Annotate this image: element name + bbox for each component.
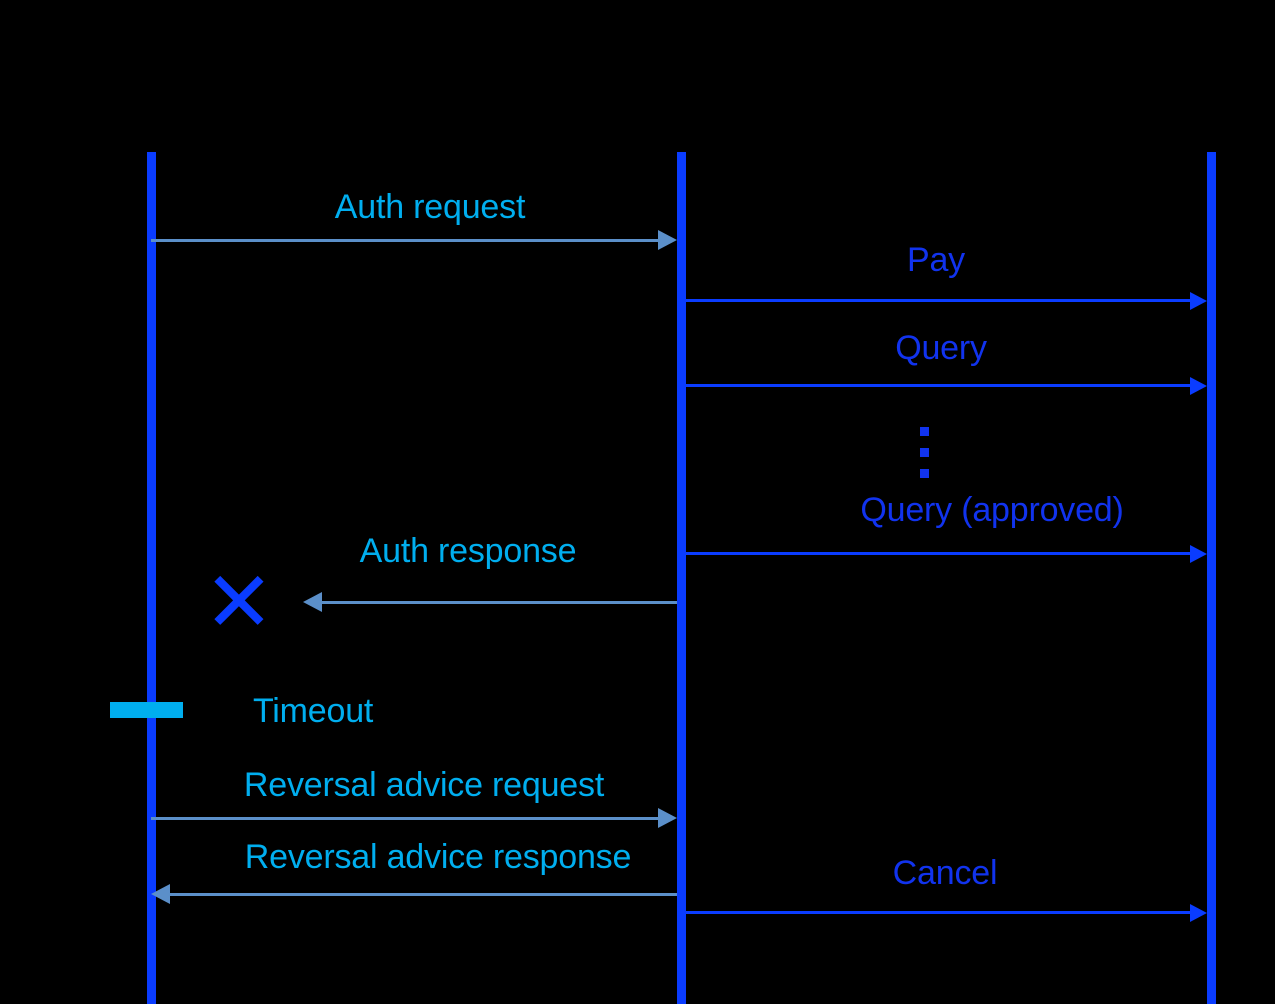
arrowhead-auth-request xyxy=(658,230,677,250)
arrowhead-pay xyxy=(1190,292,1207,310)
arrowhead-auth-response xyxy=(303,592,322,612)
timeout-bar-marker xyxy=(110,702,183,718)
message-label-cancel: Cancel xyxy=(892,854,998,892)
arrowhead-query xyxy=(1190,377,1207,395)
message-arrow-query-approved xyxy=(681,552,1190,555)
arrowhead-reversal-advice-response xyxy=(151,884,170,904)
arrowhead-cancel xyxy=(1190,904,1207,922)
timeout-label: Timeout xyxy=(253,692,374,730)
arrowhead-reversal-advice-request xyxy=(658,808,677,828)
message-dropped-x-mark: ✕ xyxy=(203,553,275,651)
arrowhead-query-approved xyxy=(1190,545,1207,563)
message-label-reversal-advice-response: Reversal advice response xyxy=(244,838,632,876)
message-label-auth-response: Auth response xyxy=(359,532,577,570)
vertical-ellipsis-dot xyxy=(920,427,929,436)
message-arrow-reversal-advice-request xyxy=(151,817,658,820)
lifeline-1 xyxy=(147,152,156,1004)
vertical-ellipsis-dot xyxy=(920,469,929,478)
lifeline-3 xyxy=(1207,152,1216,1004)
vertical-ellipsis-dot xyxy=(920,448,929,457)
message-arrow-cancel xyxy=(681,911,1190,914)
message-label-pay: Pay xyxy=(907,241,965,279)
message-arrow-pay xyxy=(681,299,1190,302)
message-label-reversal-advice-request: Reversal advice request xyxy=(243,766,605,804)
message-arrow-query xyxy=(681,384,1190,387)
message-arrow-auth-response xyxy=(322,601,677,604)
message-arrow-auth-request xyxy=(151,239,658,242)
message-label-query-approved: Query (approved) xyxy=(860,491,1124,529)
lifeline-2 xyxy=(677,152,686,1004)
message-label-auth-request: Auth request xyxy=(334,188,526,226)
message-arrow-reversal-advice-response xyxy=(170,893,677,896)
message-label-query: Query xyxy=(895,329,987,367)
